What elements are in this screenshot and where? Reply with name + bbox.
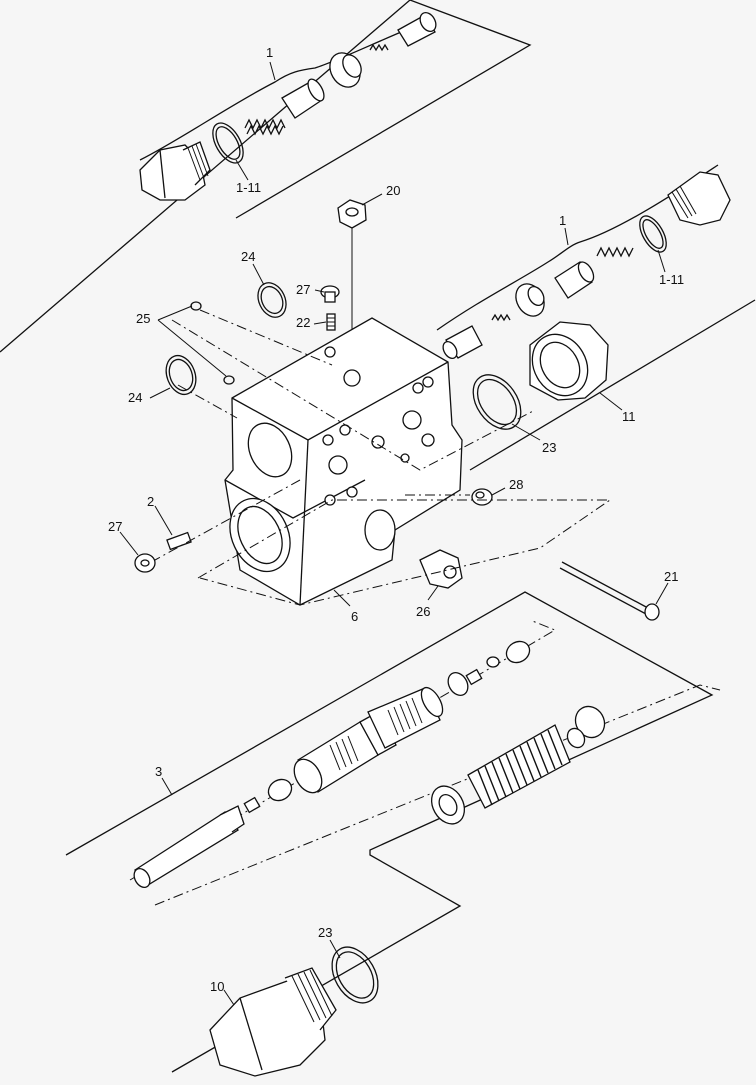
plug-20 [337, 199, 367, 360]
valve-body-6 [224, 317, 463, 606]
callout-21: 21 [664, 569, 678, 584]
callout-1-right: 1 [559, 213, 566, 228]
main-spool-assembly-3 [133, 640, 606, 888]
callout-20: 20 [386, 183, 400, 198]
callout-6: 6 [351, 609, 358, 624]
callout-27-left: 27 [108, 519, 122, 534]
main-spring [467, 724, 571, 809]
group-braces [139, 19, 719, 331]
o-ring-24-left [165, 354, 197, 396]
callout-26: 26 [416, 604, 430, 619]
plug-27-top [320, 285, 340, 303]
callout-23-right: 23 [542, 440, 556, 455]
o-ring-24-top [257, 282, 287, 318]
callout-10: 10 [210, 979, 224, 994]
callout-1-top: 1 [266, 45, 273, 60]
o-rings-25 [190, 301, 235, 385]
o-ring-23-bottom [331, 946, 379, 1004]
callout-1-11-top: 1-11 [236, 180, 261, 195]
adapter-nut-11 [529, 321, 609, 401]
callout-24-left: 24 [128, 390, 142, 405]
top-relief-valve-cartridge [139, 12, 437, 201]
callout-1-11-right: 1-11 [659, 272, 684, 287]
leader-lines [119, 61, 669, 1006]
top-spring [244, 118, 286, 136]
screw-2 [166, 531, 192, 551]
callout-24-top: 24 [241, 249, 255, 264]
callout-25: 25 [136, 311, 150, 326]
callout-labels: 1 1-11 20 1 1-11 24 27 22 25 24 11 23 28… [108, 45, 684, 994]
callout-22: 22 [296, 315, 310, 330]
callout-3: 3 [155, 764, 162, 779]
plug-26 [419, 549, 463, 589]
callout-2: 2 [147, 494, 154, 509]
callout-27-top: 27 [296, 282, 310, 297]
bolt-21 [559, 561, 660, 621]
right-relief-valve-cartridge [442, 171, 731, 360]
o-ring-23-right [472, 374, 522, 430]
top-plug [139, 141, 211, 201]
plug-28 [471, 488, 493, 506]
callout-28: 28 [509, 477, 523, 492]
plug-27-left [134, 553, 156, 573]
callout-11: 11 [622, 409, 636, 424]
callout-23-bottom: 23 [318, 925, 332, 940]
end-plug-10 [209, 967, 337, 1077]
screw-22 [326, 313, 336, 331]
